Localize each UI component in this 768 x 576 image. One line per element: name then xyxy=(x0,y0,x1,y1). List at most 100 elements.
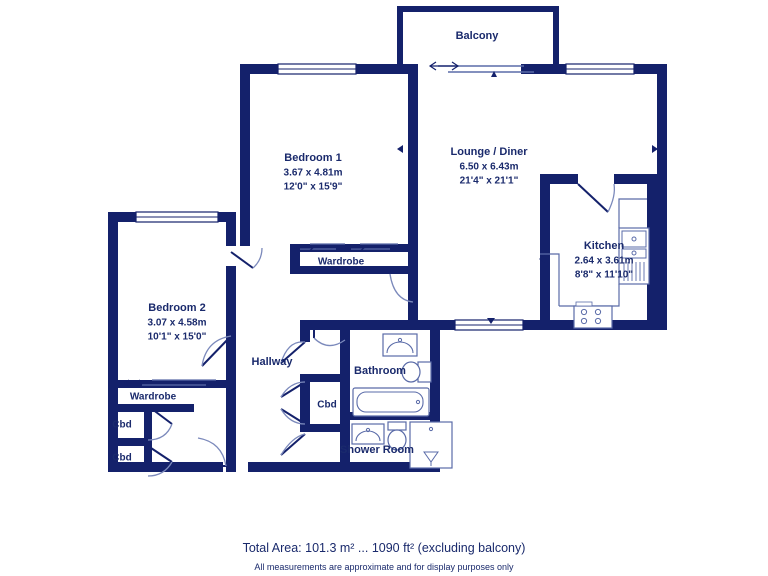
shower-head-point xyxy=(428,426,434,432)
wardrobe-slider-bed2 xyxy=(124,379,216,387)
wall-hallway-top xyxy=(300,320,434,330)
door-cbd-hall-arc xyxy=(280,381,306,398)
label-kitchen-imperial: 8'8" x 11'10" xyxy=(575,270,633,281)
wall-bedroom2-left xyxy=(108,212,118,472)
shower-room-toilet-cistern xyxy=(387,421,407,431)
wall-cbd-hall-bottom xyxy=(300,424,350,432)
wall-bottom-right xyxy=(434,320,667,330)
balcony-structure xyxy=(397,6,559,68)
shower-drain xyxy=(423,451,439,463)
wall-bottom-entry xyxy=(248,462,348,472)
label-wardrobe-bedroom2: Wardrobe xyxy=(130,392,177,403)
bathroom-bath-drain xyxy=(415,399,421,405)
door-entrance-arc xyxy=(197,437,227,467)
wall-bottom-left xyxy=(108,462,223,472)
label-bedroom1-imperial: 12'0" x 15'9" xyxy=(284,182,343,193)
label-bedroom1-metric: 3.67 x 4.81m xyxy=(284,168,343,179)
kitchen-appliance-knob2 xyxy=(631,250,637,256)
wardrobe-bed1-arrow-b-right xyxy=(359,244,365,252)
balcony-sliding-door xyxy=(428,61,534,77)
door-cbd-hall-leaf xyxy=(280,381,306,398)
bathroom-fixtures xyxy=(352,333,432,417)
door-cbd-upper-leaf xyxy=(147,405,173,425)
wall-wardrobe-bed2-bottom xyxy=(118,404,194,412)
shower-room-sink-tap xyxy=(365,427,371,433)
door-cbd-hall-leaf-b xyxy=(280,408,306,425)
disclaimer-text: All measurements are approximate and for… xyxy=(254,562,514,572)
wardrobe-bed1-arrow-a-right xyxy=(308,244,314,252)
wardrobe-bed2-arrow-right xyxy=(138,379,144,387)
door-kitchen-arc xyxy=(607,183,616,213)
wall-hallway-left-stub xyxy=(300,320,310,342)
kitchen-appliance-grill xyxy=(623,262,645,281)
door-shower-arc xyxy=(280,433,306,456)
label-bathroom-name: Bathroom xyxy=(354,365,406,377)
shower-enclosure xyxy=(409,421,453,469)
wardrobe-bed2-arrow-left xyxy=(124,379,130,387)
shower-room-sink xyxy=(351,423,385,445)
label-cbd-hallway: Cbd xyxy=(317,400,336,411)
label-kitchen-metric: 2.64 x 3.61m xyxy=(575,256,634,267)
marker-lounge-right xyxy=(652,145,658,153)
label-cbd-lower: Cbd xyxy=(112,453,131,464)
fitting-labels-layer: Wardrobe Wardrobe Cbd Cbd Cbd xyxy=(112,257,364,464)
wall-cbd-upper-bottom xyxy=(118,438,148,446)
shower-room-sink-basin xyxy=(355,430,381,442)
bathroom-toilet-bowl xyxy=(401,361,421,383)
wall-kitchen-left xyxy=(540,174,550,330)
hob-burner-1 xyxy=(580,308,588,316)
door-cbd-hall-arc-b xyxy=(280,408,306,425)
bathroom-sink xyxy=(382,333,418,357)
hob-burner-4 xyxy=(594,317,602,325)
door-hallway-leaf xyxy=(280,341,306,364)
room-labels-layer: Balcony Bedroom 1 3.67 x 4.81m 12'0" x 1… xyxy=(148,30,634,456)
wall-bedroom2-right-lower xyxy=(226,266,236,472)
wardrobe-bed1-arrow-a-left xyxy=(294,244,300,252)
wall-kitchen-top-left xyxy=(540,174,578,184)
wall-kitchen-top-right xyxy=(614,174,667,184)
wall-bedroom1-lounge xyxy=(408,64,418,260)
shower-room-fixtures xyxy=(351,421,453,469)
wall-cbd-hall-left xyxy=(300,374,310,430)
label-bedroom2-metric: 3.07 x 4.58m xyxy=(148,318,207,329)
wall-wardrobe-bed1-side xyxy=(290,244,300,266)
kitchen-fixtures xyxy=(540,198,650,329)
wall-cbd-lower-right xyxy=(144,446,152,472)
label-cbd-upper: Cbd xyxy=(112,420,131,431)
label-wardrobe-bedroom1: Wardrobe xyxy=(318,257,365,268)
hob-burner-3 xyxy=(580,317,588,325)
label-balcony-name: Balcony xyxy=(456,30,500,42)
balcony-wall-left xyxy=(397,6,403,68)
door-shower-leaf xyxy=(280,433,306,456)
door-bedroom1-arc xyxy=(389,273,414,303)
wall-bathroom-right xyxy=(430,330,440,472)
door-hallway-arc xyxy=(280,341,306,364)
label-kitchen-name: Kitchen xyxy=(584,240,625,252)
balcony-door-marker xyxy=(491,71,497,77)
label-lounge-metric: 6.50 x 6.43m xyxy=(460,162,519,173)
label-bedroom2-imperial: 10'1" x 15'0" xyxy=(148,332,207,343)
bathroom-sink-tap xyxy=(397,337,403,343)
door-bedroom2-arc xyxy=(201,335,232,367)
wall-cbd-hall-top xyxy=(300,374,350,382)
marker-lounge-bottom xyxy=(487,318,495,324)
kitchen-counter-left xyxy=(540,253,560,306)
kitchen-appliance-mid xyxy=(621,248,647,259)
wardrobe-slider-bed1 xyxy=(294,243,398,252)
wall-shower-bottom xyxy=(340,462,440,472)
wardrobe-bed1-arrow-b-left xyxy=(345,244,351,252)
label-hallway-name: Hallway xyxy=(252,356,294,368)
balcony-wall-right xyxy=(553,6,559,68)
hob-burner-2 xyxy=(594,308,602,316)
total-area-text: Total Area: 101.3 m² ... 1090 ft² (exclu… xyxy=(242,541,526,555)
label-lounge-name: Lounge / Diner xyxy=(451,146,529,158)
shower-room-toilet-bowl xyxy=(387,429,407,451)
door-bathroom-arc xyxy=(313,337,346,347)
door-bedroom2-top-arc xyxy=(252,247,263,269)
door-bedroom2-top-leaf xyxy=(230,251,254,269)
label-bedroom1-name: Bedroom 1 xyxy=(284,152,341,164)
kitchen-counter-upper xyxy=(618,198,647,228)
wall-wardrobe-bed2-top xyxy=(118,380,226,388)
